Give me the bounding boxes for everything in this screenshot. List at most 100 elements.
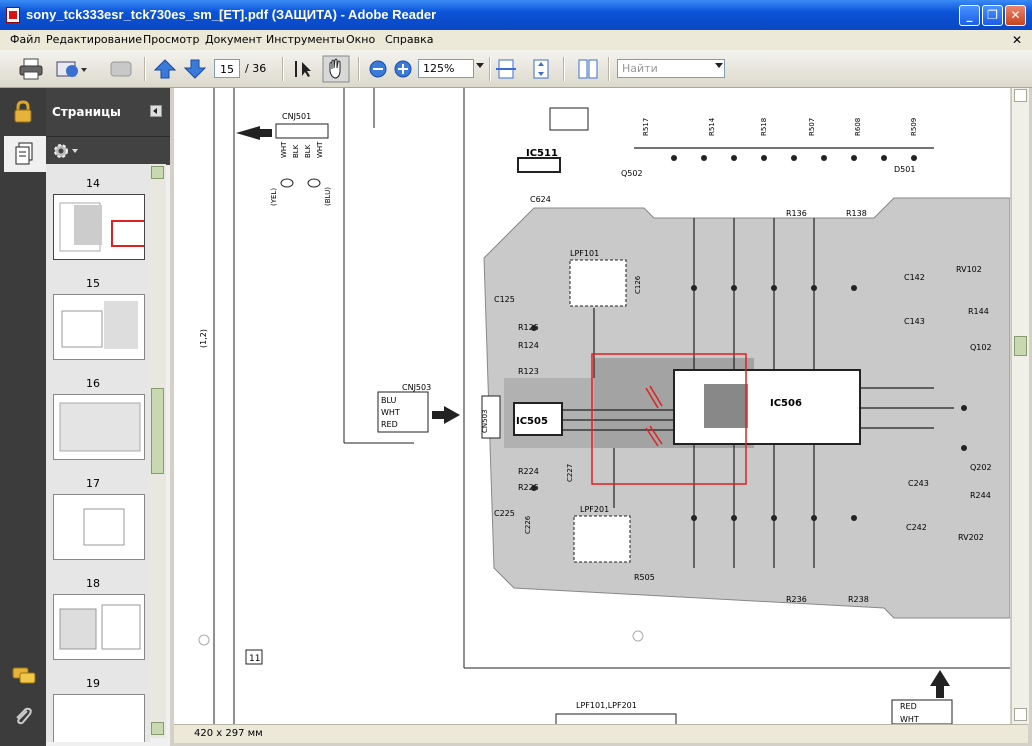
toolbar: 15 / 36 125% Найти xyxy=(0,50,1032,88)
cnj501-label: CNJ501 xyxy=(282,112,311,121)
toolbar-separator xyxy=(144,57,146,81)
chevron-left-icon xyxy=(153,108,157,114)
thumbnail-label: 14 xyxy=(86,177,100,190)
pages-icon xyxy=(15,142,33,165)
thumbnail-label: 15 xyxy=(86,277,100,290)
ic511-label: IC511 xyxy=(526,148,558,159)
cn503-label: CN503 xyxy=(481,410,489,434)
thumbnail-preview xyxy=(61,301,138,349)
fit-page-icon[interactable] xyxy=(530,58,552,80)
menu-window[interactable]: Окно xyxy=(346,33,376,46)
find-input[interactable]: Найти xyxy=(617,59,725,78)
cnj503-pin-blu: BLU xyxy=(381,396,397,405)
pages-panel-header: Страницы xyxy=(46,88,170,136)
print-icon[interactable] xyxy=(18,58,44,80)
q502-label: Q502 xyxy=(621,169,643,178)
res-label: R518 xyxy=(760,118,768,136)
scroll-down-button[interactable] xyxy=(151,722,164,735)
thumbnail-label: 16 xyxy=(86,377,100,390)
scroll-up-button[interactable] xyxy=(151,166,164,179)
toolbar-separator xyxy=(489,57,491,81)
thumbnail-page-17[interactable] xyxy=(53,494,145,560)
fit-width-icon[interactable] xyxy=(495,58,517,80)
gear-icon[interactable] xyxy=(52,142,80,160)
menu-view[interactable]: Просмотр xyxy=(143,33,200,46)
res-label: R144 xyxy=(968,307,989,316)
res-label: R225 xyxy=(518,483,539,492)
document-scrollbar[interactable] xyxy=(1011,88,1029,724)
close-doc-icon[interactable]: ✕ xyxy=(1012,33,1023,47)
attachment-icon[interactable] xyxy=(12,706,34,728)
page-number-input[interactable]: 15 xyxy=(214,59,240,78)
pages-panel-tools xyxy=(46,136,170,165)
doc-scroll-up-button[interactable] xyxy=(1014,89,1027,102)
review-icon[interactable] xyxy=(108,58,136,80)
collapse-panel-button[interactable] xyxy=(150,105,162,117)
res-label: R244 xyxy=(970,491,991,500)
document-view[interactable]: CNJ501 WHT BLK BLK WHT (YEL) (BLU) (1,2)… xyxy=(174,88,1010,724)
thumbnail-preview xyxy=(59,402,141,452)
previous-page-icon[interactable] xyxy=(154,58,176,80)
cnj503-label: CNJ503 xyxy=(402,383,431,392)
thumbnail-preview xyxy=(59,202,144,252)
d501-label: D501 xyxy=(894,165,915,174)
cnj503-pin-red: RED xyxy=(381,420,398,429)
scroll-thumb[interactable] xyxy=(151,388,164,474)
lpf201-label: LPF201 xyxy=(580,505,609,514)
schematic-drawing: CNJ501 WHT BLK BLK WHT (YEL) (BLU) (1,2)… xyxy=(198,88,1010,724)
zoom-dropdown-icon[interactable] xyxy=(476,63,484,68)
menu-file[interactable]: Файл xyxy=(10,33,41,46)
doc-scroll-down-button[interactable] xyxy=(1014,708,1027,721)
bottom-red-label: RED xyxy=(900,702,917,711)
cap-label: C142 xyxy=(904,273,925,282)
thumbnail-scrollbar[interactable] xyxy=(150,164,166,738)
thumbnail-label: 19 xyxy=(86,677,100,690)
res-label: R514 xyxy=(708,117,716,136)
page-size-readout: 420 x 297 мм xyxy=(194,728,263,739)
select-tool-icon[interactable] xyxy=(291,58,315,80)
comments-icon[interactable] xyxy=(12,666,36,686)
rv102-label: RV102 xyxy=(956,265,982,274)
pages-tab[interactable] xyxy=(4,136,46,172)
menu-help[interactable]: Справка xyxy=(385,33,434,46)
thumbnail-page-18[interactable] xyxy=(53,594,145,660)
two-page-view-icon[interactable] xyxy=(577,58,599,80)
thumbnail-page-16[interactable] xyxy=(53,394,145,460)
menu-tools[interactable]: Инструменты xyxy=(266,33,345,46)
thumbnail-page-14[interactable] xyxy=(53,194,145,260)
cap-label: C624 xyxy=(530,195,551,204)
menu-edit[interactable]: Редактирование xyxy=(46,33,142,46)
thumbnail-page-19[interactable] xyxy=(53,694,145,742)
res-label: R124 xyxy=(518,341,539,350)
hand-tool-icon[interactable] xyxy=(322,55,350,83)
zoom-level-field[interactable]: 125% xyxy=(418,59,474,78)
thumbnail-preview xyxy=(83,508,125,546)
zoom-in-icon[interactable] xyxy=(393,58,413,80)
find-dropdown-icon[interactable] xyxy=(715,63,723,68)
next-page-icon[interactable] xyxy=(184,58,206,80)
close-button[interactable]: ✕ xyxy=(1005,5,1026,26)
q202-label: Q202 xyxy=(970,463,992,472)
maximize-button[interactable]: ❐ xyxy=(982,5,1003,26)
menu-bar: Файл Редактирование Просмотр Документ Ин… xyxy=(0,30,1032,50)
thumbnail-preview xyxy=(59,604,141,650)
window-title: sony_tck333esr_tck730es_sm_[ET].pdf (ЗАЩ… xyxy=(26,7,437,22)
minimize-button[interactable]: _ xyxy=(959,5,980,26)
ic506-label: IC506 xyxy=(770,398,802,409)
toolbar-separator xyxy=(358,57,360,81)
res-label: R238 xyxy=(848,595,869,604)
email-share-icon[interactable] xyxy=(55,58,89,80)
cap-label: C126 xyxy=(634,275,642,294)
doc-scroll-thumb[interactable] xyxy=(1014,336,1027,356)
wire-blk-2: BLK xyxy=(304,144,312,158)
menu-document[interactable]: Документ xyxy=(205,33,263,46)
lpf-bottom-label: LPF101,LPF201 xyxy=(576,701,637,710)
thumbnail-page-15[interactable] xyxy=(53,294,145,360)
lock-icon[interactable] xyxy=(12,100,34,124)
thumbnail-list: 14 15 16 17 18 xyxy=(46,164,150,742)
q102-label: Q102 xyxy=(970,343,992,352)
res-label: R138 xyxy=(846,209,867,218)
res-label: R125 xyxy=(518,323,539,332)
toolbar-separator xyxy=(608,57,610,81)
zoom-out-icon[interactable] xyxy=(368,58,388,80)
